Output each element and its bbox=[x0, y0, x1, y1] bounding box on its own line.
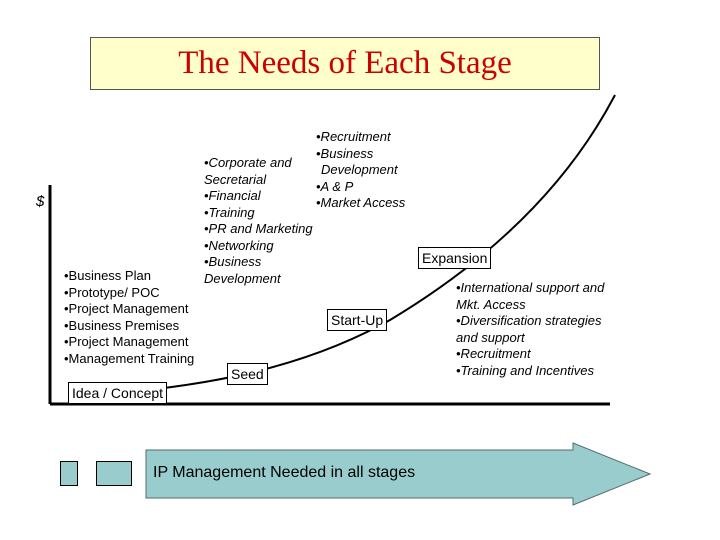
seed-need: •Business bbox=[204, 254, 262, 269]
ip-arrow bbox=[145, 442, 652, 506]
idea-need: •Project Management bbox=[64, 301, 189, 316]
startup-need: •Business bbox=[316, 145, 374, 161]
seed-need: •PR and Marketing bbox=[204, 221, 313, 236]
startup-need: Development bbox=[321, 162, 398, 177]
idea-needs: •Business Plan •Prototype/ POC •Project … bbox=[64, 268, 194, 367]
small-square bbox=[60, 461, 78, 486]
expansion-need: Mkt. Access bbox=[456, 296, 526, 312]
startup-need: •Recruitment bbox=[316, 129, 391, 144]
idea-need: •Business Plan bbox=[64, 268, 151, 283]
seed-needs: •Corporate and Secretarial •Financial •T… bbox=[204, 155, 313, 287]
startup-needs: •Recruitment •Business Development •A & … bbox=[316, 129, 405, 212]
seed-need: •Networking bbox=[204, 237, 274, 253]
stage-label-startup: Start-Up bbox=[327, 309, 388, 331]
expansion-need: •Training and Incentives bbox=[456, 362, 594, 378]
seed-need: Secretarial bbox=[204, 171, 267, 187]
stage-label-idea: Idea / Concept bbox=[68, 382, 168, 404]
seed-need: •Corporate and bbox=[204, 155, 292, 170]
y-axis-label: $ bbox=[36, 193, 45, 210]
expansion-need: •Recruitment bbox=[456, 346, 531, 361]
title-box: The Needs of Each Stage bbox=[90, 37, 600, 90]
ip-banner-text: IP Management Needed in all stages bbox=[153, 464, 416, 481]
expansion-need: •International support and bbox=[456, 280, 605, 295]
expansion-need: •Diversification strategies bbox=[456, 313, 602, 328]
growth-curve bbox=[79, 94, 616, 397]
page-title: The Needs of Each Stage bbox=[178, 45, 512, 81]
idea-need: •Project Management bbox=[64, 334, 189, 349]
startup-need: •Market Access bbox=[316, 195, 406, 210]
expansion-needs: •International support and Mkt. Access •… bbox=[456, 280, 604, 379]
seed-need: •Financial bbox=[204, 188, 261, 203]
small-square bbox=[96, 461, 132, 486]
stage-label-expansion: Expansion bbox=[418, 247, 492, 269]
seed-need: •Training bbox=[204, 204, 255, 220]
idea-need: •Business Premises bbox=[64, 317, 180, 333]
seed-need: Development bbox=[204, 270, 281, 286]
idea-need: •Prototype/ POC bbox=[64, 284, 160, 300]
expansion-need: and support bbox=[456, 329, 525, 345]
startup-need: •A & P bbox=[316, 178, 354, 194]
idea-need: •Management Training bbox=[64, 350, 195, 366]
stage-label-seed: Seed bbox=[227, 363, 268, 385]
